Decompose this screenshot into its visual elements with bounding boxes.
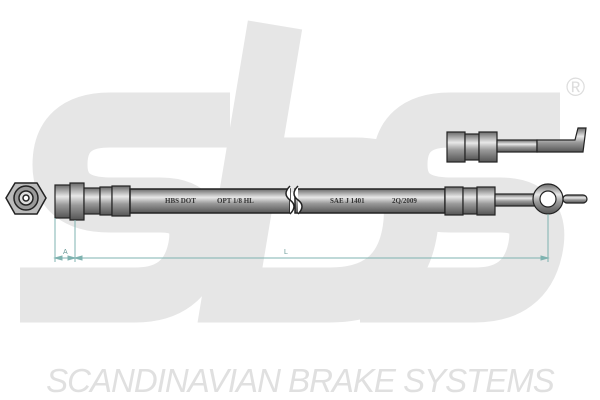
dimension-lines	[53, 214, 550, 262]
hose-marking: OPT 1/8 HL	[217, 197, 254, 205]
dimension-l-label: L	[284, 249, 288, 256]
hose-marking: HBS DOT	[165, 197, 196, 205]
hose-marking: 2Q/2009	[392, 197, 417, 205]
hex-nut-end-view	[5, 182, 47, 215]
left-fitting	[54, 182, 131, 221]
tagline: SCANDINAVIAN BRAKE SYSTEMS	[46, 362, 555, 399]
registered-mark: ®	[566, 72, 585, 102]
right-fitting-side-view	[446, 127, 587, 163]
hose-marking: SAE J 1401	[330, 197, 365, 205]
right-fitting-banjo	[444, 183, 588, 216]
hose	[129, 185, 446, 215]
dimension-a-label: A	[63, 249, 68, 256]
